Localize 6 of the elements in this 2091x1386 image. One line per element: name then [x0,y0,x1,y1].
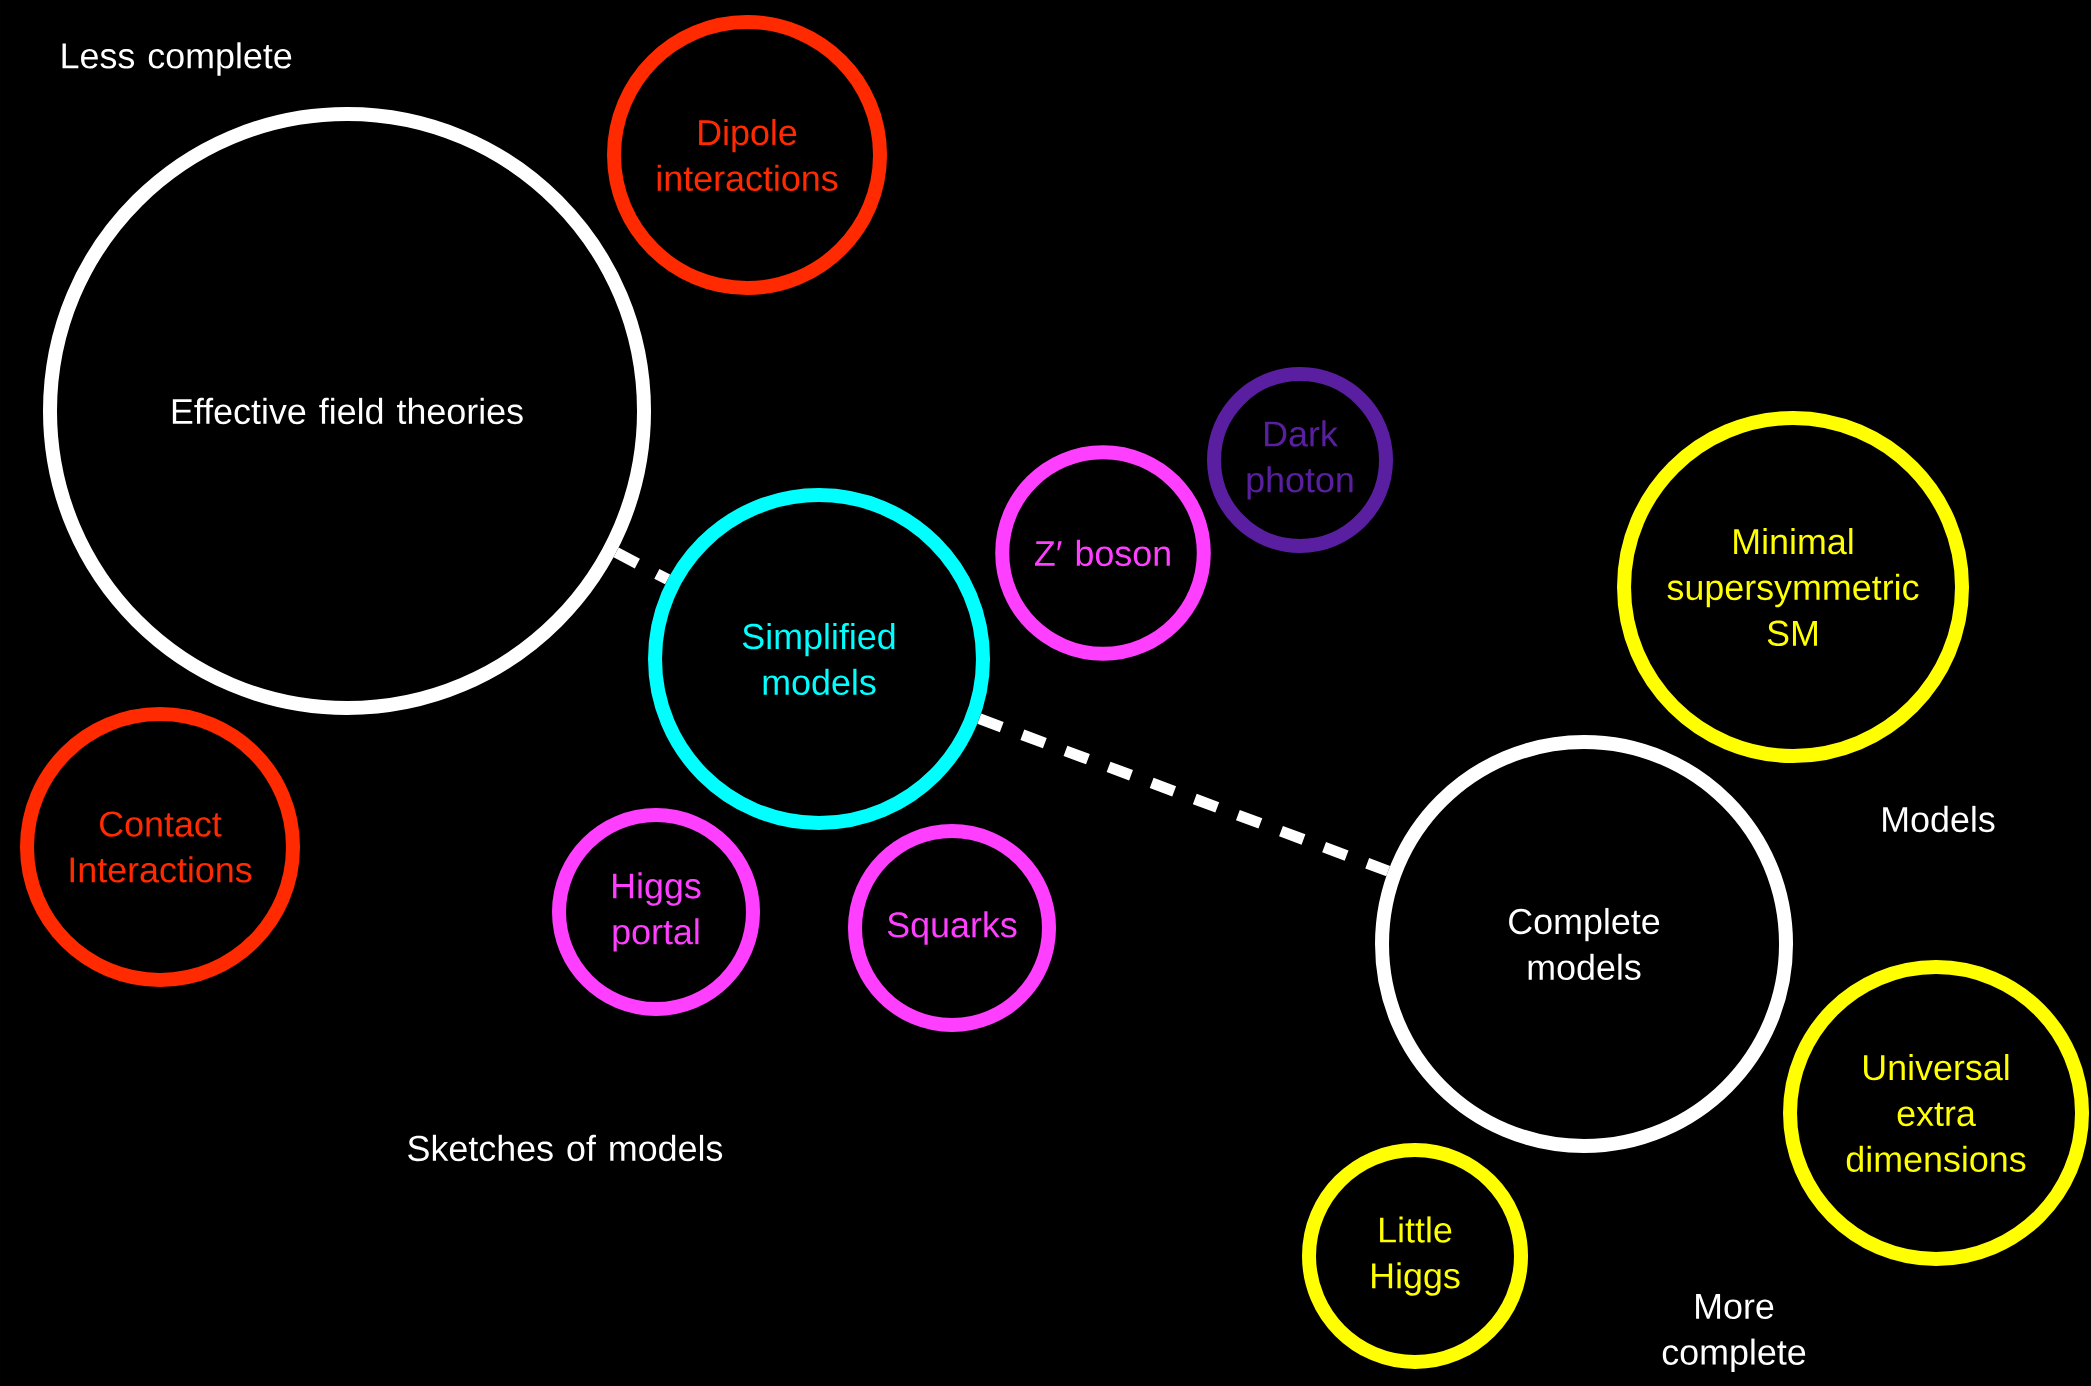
dashed-line [613,547,671,585]
label: Sketches of models [408,1134,723,1162]
dashed-line [977,713,1391,877]
label: Models [1883,805,1995,833]
label: More complete [1662,1294,1806,1372]
label: Less complete [62,42,292,76]
